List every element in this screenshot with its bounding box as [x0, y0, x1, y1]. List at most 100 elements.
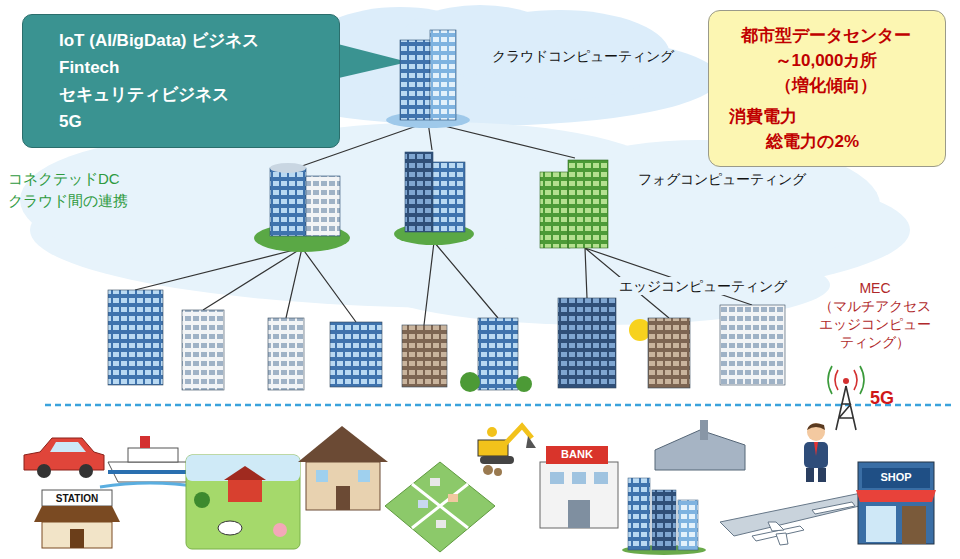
businessman	[804, 423, 828, 482]
bank	[540, 462, 618, 528]
network-line	[135, 248, 356, 322]
group-label: コネクテッドDC クラウド間の連携	[8, 168, 158, 212]
antenna-5g	[828, 366, 864, 430]
edge-datacenter	[558, 298, 616, 388]
city	[652, 490, 676, 550]
house	[316, 470, 328, 482]
callout-tail	[330, 42, 408, 80]
ship	[108, 462, 196, 482]
house	[298, 426, 388, 462]
station	[42, 522, 112, 548]
fog-datacenter	[270, 163, 306, 173]
shop	[856, 490, 936, 502]
town	[430, 478, 440, 486]
edge-datacenter	[460, 372, 480, 392]
fog-datacenter	[254, 152, 608, 252]
edge-datacenter	[108, 290, 163, 385]
car	[50, 442, 86, 452]
bank	[572, 472, 586, 484]
cloud-datacenter	[386, 30, 470, 128]
box-text: 5G	[59, 108, 319, 135]
box-text: セキュリティビジネス	[59, 81, 319, 108]
station	[70, 529, 84, 548]
edge-datacenter	[182, 310, 224, 390]
fog-datacenter	[405, 152, 433, 232]
shop	[858, 462, 934, 544]
station	[34, 506, 120, 522]
excavator	[487, 427, 497, 437]
excavator	[494, 468, 502, 476]
factory	[655, 420, 745, 470]
excavator	[526, 436, 536, 448]
house	[306, 462, 380, 510]
edge-datacenter	[478, 318, 518, 390]
network-line	[302, 122, 575, 166]
town	[412, 484, 468, 528]
boundary-line	[45, 404, 955, 407]
bank	[568, 500, 590, 528]
farm	[218, 521, 242, 535]
layer-label: クラウドコンピューティング	[492, 47, 674, 65]
fog-datacenter	[433, 162, 465, 232]
farm	[186, 455, 300, 549]
businessman	[807, 423, 825, 441]
house	[358, 470, 370, 482]
station	[34, 490, 120, 548]
excavator	[483, 465, 493, 475]
shop	[902, 506, 926, 544]
sign-text: SHOP	[862, 471, 930, 484]
city	[678, 500, 698, 550]
farm	[194, 492, 210, 508]
edge-datacenter	[108, 290, 785, 392]
shop	[862, 468, 930, 488]
callout-box: IoT (AI/BigData) ビジネスFintechセキュリティビジネス5G	[22, 14, 340, 148]
farm	[186, 455, 300, 549]
excavator	[478, 426, 536, 476]
ship	[100, 436, 200, 487]
shop	[866, 506, 896, 542]
edge-datacenter	[516, 376, 532, 392]
farm	[224, 466, 266, 480]
airport	[720, 492, 876, 545]
ship	[140, 436, 150, 448]
bank	[546, 446, 608, 464]
edge-datacenter	[648, 318, 690, 388]
edge-datacenter	[402, 325, 447, 387]
airport	[768, 522, 788, 545]
factory	[700, 420, 708, 440]
car	[24, 438, 104, 478]
businessman	[806, 468, 814, 482]
antenna-5g	[836, 386, 856, 430]
network-line	[424, 242, 498, 325]
town	[385, 462, 495, 552]
box-text: 都市型データセンター ～10,000カ所 （増化傾向）	[731, 23, 921, 98]
ship	[128, 448, 178, 462]
network-label: 5G	[870, 387, 894, 409]
house	[336, 486, 350, 510]
box-text: Fintech	[59, 54, 319, 81]
fog-datacenter	[540, 172, 570, 248]
businessman	[807, 423, 825, 430]
box-text: IoT (AI/BigData) ビジネス	[59, 27, 319, 54]
farm	[228, 478, 262, 502]
city	[622, 478, 706, 555]
mec-label: MEC （マルチアクセス エッジコンピュー ティング）	[813, 279, 937, 351]
edge-datacenter	[720, 305, 785, 385]
fog-datacenter	[568, 160, 608, 248]
cloud-datacenter	[400, 40, 430, 120]
town	[385, 462, 495, 552]
businessman	[814, 442, 818, 456]
layer-label: フォグコンピューティング	[638, 170, 806, 188]
car	[79, 464, 93, 478]
car	[37, 464, 51, 478]
farm	[273, 523, 287, 537]
town	[448, 494, 458, 502]
antenna-5g	[835, 370, 857, 390]
shop	[856, 462, 936, 544]
excavator	[480, 456, 514, 464]
cloud-datacenter	[430, 30, 456, 120]
businessman	[818, 468, 826, 482]
antenna-5g	[843, 378, 849, 384]
box-text: 消費電力 総電力の2%	[729, 104, 859, 154]
